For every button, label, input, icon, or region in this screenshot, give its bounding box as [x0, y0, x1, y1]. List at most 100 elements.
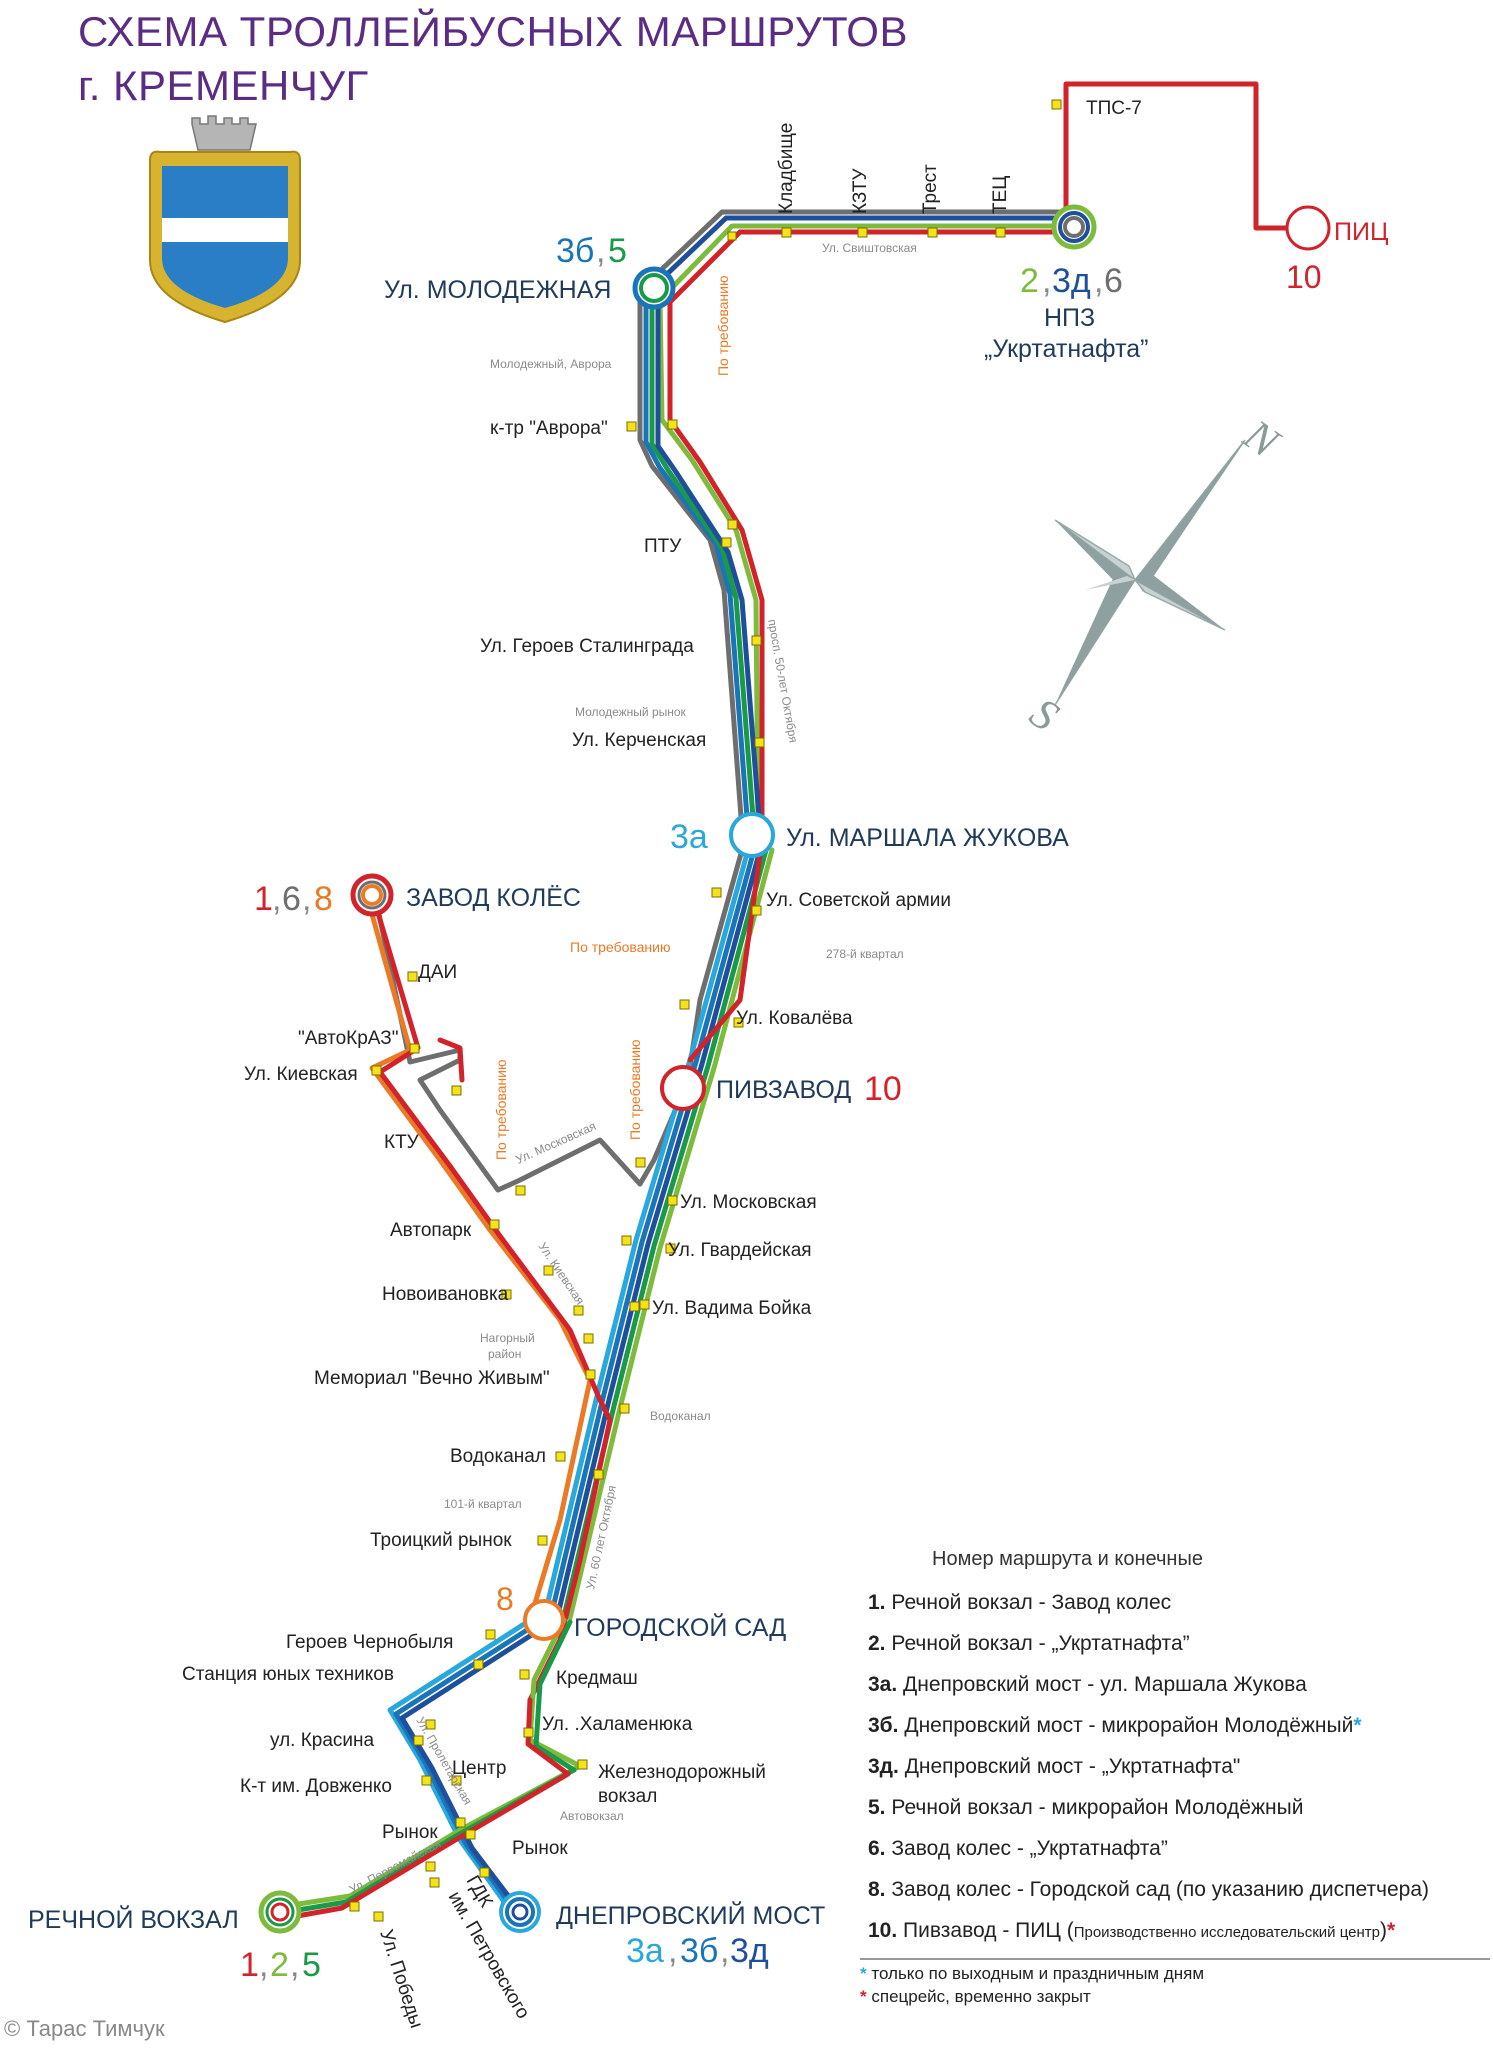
legend-row: 8. Завод колес - Городской сад (по указа…	[868, 1878, 1430, 1901]
stop-label-ptu: ПТУ	[644, 536, 682, 557]
route-3b-number: 3б	[680, 1932, 718, 1970]
route-3a-number: 3а	[670, 818, 708, 856]
terminal-npz-label: НПЗ	[1044, 304, 1095, 332]
stop-label-gvardeyskaya: Ул. Гвардейская	[668, 1240, 812, 1261]
legend-row: 5. Речной вокзал - микрорайон Молодёжный	[868, 1796, 1304, 1819]
route-1-number: 1	[240, 1946, 259, 1984]
route-10-branch-line	[437, 1037, 465, 1083]
stop-label-kladbische: Кладбище	[776, 123, 797, 214]
terminal-pivzavod-icon	[660, 1065, 706, 1111]
stop-label-moskovskaya: Ул. Московская	[680, 1192, 817, 1213]
stop-label-tps7: ТПС-7	[1086, 98, 1142, 119]
stop-label-krasina: ул. Красина	[270, 1730, 375, 1751]
route-separator: ,	[302, 880, 311, 918]
route-2-line-north	[657, 223, 1069, 833]
route-3b-line	[643, 291, 751, 833]
legend-note: * только по выходным и праздничным дням	[860, 1964, 1205, 1983]
compass-south-label: S	[1021, 688, 1067, 741]
compass-rose-icon: N S	[1021, 409, 1289, 740]
terminal-zhukova-label: Ул. МАРШАЛА ЖУКОВА	[786, 824, 1069, 852]
terminal-most-label: ДНЕПРОВСКИЙ МОСТ	[556, 1900, 825, 1930]
on-request-label: По требованию	[627, 1040, 643, 1141]
route-5-south-line	[283, 1619, 577, 1915]
coat-of-arms-icon	[149, 115, 301, 324]
terminal-rechnoy-icon	[258, 1890, 302, 1934]
stop-label-centr: Центр	[452, 1758, 506, 1779]
stop-markers	[349, 99, 1062, 1922]
area-label: Молодежный, Аврора	[490, 357, 612, 371]
area-label: Нагорный	[480, 1331, 535, 1345]
legend-row: 3б. Днепровский мост - микрорайон Молодё…	[868, 1714, 1362, 1737]
route-2-number: 2	[1020, 262, 1039, 300]
route-8-line	[365, 897, 593, 1623]
on-request-label: По требованию	[715, 276, 731, 377]
route-10-pic-line	[1063, 81, 1295, 231]
compass-north-label: N	[1234, 409, 1289, 468]
route-separator: ,	[272, 880, 281, 918]
legend-note: * спецрейс, временно закрыт	[860, 1987, 1091, 2006]
stop-label-chernobylya: Героев Чернобыля	[286, 1632, 453, 1653]
page-title: СХЕМА ТРОЛЛЕЙБУСНЫХ МАРШРУТОВ	[78, 8, 908, 55]
page-subtitle: г. КРЕМЕНЧУГ	[78, 62, 369, 109]
stop-label-vodokanal: Водоканал	[450, 1446, 546, 1467]
route-3b-line-mid	[549, 847, 757, 1615]
terminal-zavod-icon	[350, 873, 394, 917]
route-5-line	[649, 295, 757, 833]
stop-label-trest: Трест	[920, 164, 941, 214]
terminal-pic-label: ПИЦ	[1334, 218, 1389, 246]
terminal-rechnoy-label: РЕЧНОЙ ВОКЗАЛ	[28, 1904, 239, 1934]
route-separator: ,	[259, 1946, 268, 1984]
copyright: © Тарас Тимчук	[4, 2016, 165, 2041]
terminal-gorsad-label: ГОРОДСКОЙ САД	[574, 1612, 786, 1642]
stop-label-dovzhenko: К-т им. Довженко	[240, 1776, 392, 1797]
route-5-number: 5	[608, 232, 627, 270]
stop-label-halamenyuka: Ул. .Халаменюка	[542, 1714, 693, 1735]
legend-row: 3д. Днепровский мост - „Укртатнафта"	[868, 1755, 1241, 1778]
route-1-number: 1	[254, 880, 273, 918]
on-request-label: По требованию	[570, 939, 671, 955]
street-label: Ул. Свиштовская	[822, 241, 917, 255]
route-3-south-line	[387, 1607, 549, 1913]
terminal-npz-label-2: „Укртатнафта”	[984, 335, 1148, 363]
route-10-number: 10	[864, 1070, 902, 1108]
route-3d-number: 3д	[730, 1932, 769, 1970]
route-2-number: 2	[270, 1946, 289, 1984]
area-label: район	[488, 1347, 521, 1361]
on-request-label: По требованию	[493, 1060, 509, 1161]
stop-label-memorial: Мемориал "Вечно Живым"	[314, 1368, 550, 1389]
route-3d-line-south	[655, 299, 763, 833]
legend-row: 2. Речной вокзал - „Укртатнафта”	[868, 1632, 1190, 1655]
route-3d-line-mid	[555, 847, 763, 1617]
stop-label-stalingrad: Ул. Героев Сталинграда	[480, 636, 694, 657]
route-separator: ,	[1042, 262, 1051, 300]
stop-label-zhd1: Железнодорожный	[598, 1762, 766, 1783]
stop-label-kerch: Ул. Керченская	[572, 730, 706, 751]
stop-label-troickiy: Троицкий рынок	[370, 1530, 512, 1551]
terminal-gorsad-icon	[523, 1599, 565, 1641]
area-label: Автовокзал	[560, 1809, 624, 1823]
stop-label-kztu: КЗТУ	[850, 167, 871, 214]
route-3a-line	[543, 847, 751, 1613]
stop-label-avtokraz: "АвтоКрАЗ"	[298, 1028, 398, 1049]
route-10-number: 10	[1286, 259, 1322, 295]
stop-label-pobedy: Ул. Победы	[375, 1927, 427, 2031]
route-3d-line	[643, 215, 1069, 297]
terminal-molodezhnaya-icon	[632, 266, 676, 310]
terminal-zhukova-icon	[729, 812, 775, 858]
legend-row: 6. Завод колес - „Укртатнафта”	[868, 1837, 1168, 1860]
legend-row: 1. Речной вокзал - Завод колес	[868, 1591, 1172, 1614]
route-3d-number: 3д	[1052, 262, 1091, 300]
route-6-branch-line	[373, 897, 643, 1193]
terminal-pivzavod-label: ПИВЗАВОД	[716, 1076, 851, 1104]
stop-label-sovarmii: Ул. Советской армии	[766, 890, 951, 911]
stop-label-kredmash: Кредмаш	[556, 1668, 638, 1689]
route-8-number: 8	[496, 1581, 514, 1617]
route-1-line	[373, 903, 613, 1703]
stop-label-kievskaya: Ул. Киевская	[244, 1064, 358, 1085]
legend-row: 3а. Днепровский мост - ул. Маршала Жуков…	[868, 1673, 1307, 1696]
stop-label-avtopark: Автопарк	[390, 1220, 472, 1241]
terminal-npz-icon	[1051, 204, 1097, 250]
route-3a-number: 3а	[626, 1932, 664, 1970]
terminal-most-icon	[499, 1891, 541, 1933]
area-label: 278-й квартал	[826, 947, 904, 961]
